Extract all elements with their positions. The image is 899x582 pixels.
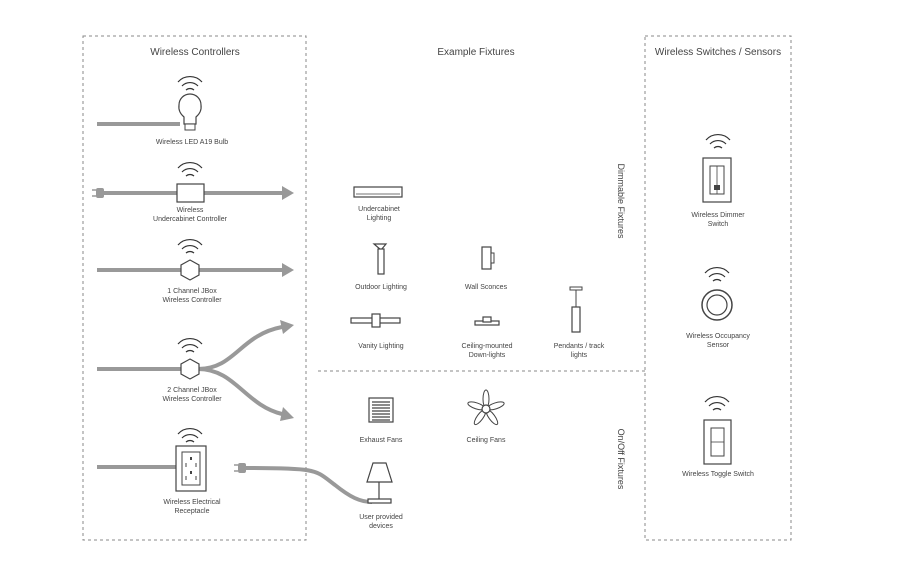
dimmer-switch-icon	[702, 133, 732, 203]
wall-sconces-label: Wall Sconces	[464, 284, 508, 291]
occupancy-sensor-icon	[701, 266, 733, 321]
dimmable-header: Dimmable Fixtures	[616, 163, 626, 239]
exhaust-fan-label: Exhaust Fans	[359, 437, 403, 444]
fixtures-header: Example Fixtures	[437, 47, 515, 58]
wall-sconce-icon	[481, 246, 495, 270]
undercabinet-controller	[92, 161, 294, 203]
outdoor-lighting-label: Outdoor Lighting	[355, 284, 407, 291]
switches-panel	[644, 35, 792, 541]
toggle-switch-label: Wireless Toggle Switch	[682, 471, 754, 478]
bulb-label: Wireless LED A19 Bulb	[155, 139, 229, 146]
ceiling-fan-label: Ceiling Fans	[466, 437, 506, 444]
exhaust-fan-icon	[368, 397, 394, 423]
bulb-controller	[97, 75, 203, 131]
table-lamp-icon	[366, 462, 393, 504]
ceiling-downlight-icon	[474, 316, 500, 326]
ceiling-fan-icon	[467, 389, 505, 426]
vanity-lighting-icon	[350, 313, 401, 328]
jbox2-controller	[97, 320, 294, 421]
controllers-header: Wireless Controllers	[150, 47, 240, 58]
undercabinet-lighting-icon	[353, 186, 403, 198]
toggle-switch-icon	[703, 395, 732, 465]
switches-header: Wireless Switches / Sensors	[654, 47, 782, 58]
controllers-panel	[82, 35, 307, 541]
jbox1-controller	[97, 238, 294, 281]
receptacle-controller	[97, 427, 207, 492]
outdoor-lighting-icon	[372, 243, 388, 275]
user-device-cord	[234, 463, 373, 504]
pendant-light-icon	[569, 286, 583, 333]
vanity-lighting-label: Vanity Lighting	[358, 343, 404, 350]
onoff-header: On/Off Fixtures	[616, 428, 626, 490]
